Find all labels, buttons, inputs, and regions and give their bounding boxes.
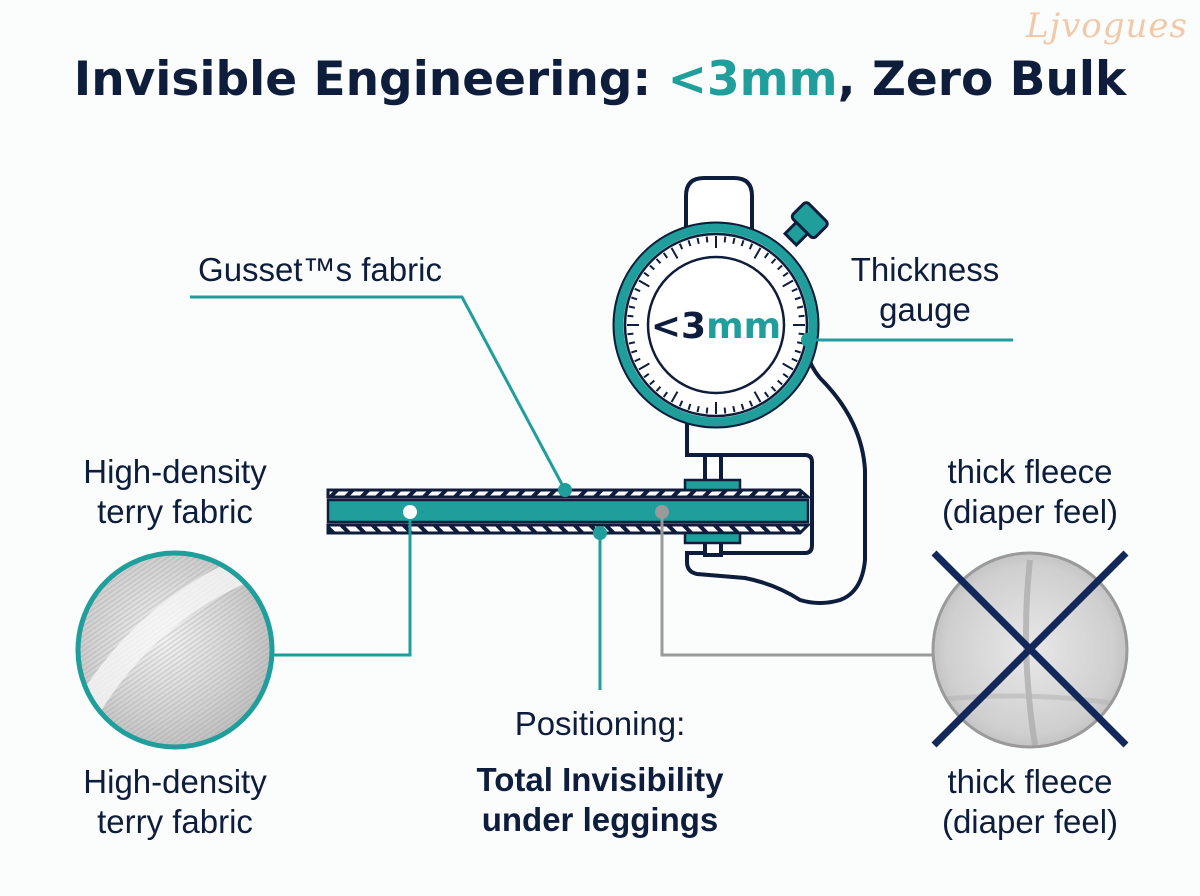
gauge-anvils <box>683 478 742 545</box>
reject-x-icon <box>931 550 1129 748</box>
label-thickness-line2: gauge <box>879 291 971 328</box>
gauge-readout-unit: mm <box>706 306 781 347</box>
label-fleece-top: thick fleece (diaper feel) <box>915 452 1145 532</box>
label-terry-bottom-line1: High-density <box>83 763 267 800</box>
label-positioning: Positioning: <box>514 705 686 742</box>
label-terry-top: High-density terry fabric <box>50 452 300 532</box>
label-positioning-bold-line1: Total Invisibility <box>476 761 724 798</box>
title-suffix: , Zero Bulk <box>837 52 1127 107</box>
label-terry-top-line1: High-density <box>83 453 267 490</box>
gauge-readout-prefix: <3 <box>651 306 706 347</box>
leader-positioning <box>593 526 607 690</box>
leader-terry <box>272 505 417 657</box>
gauge-readout: <3mm <box>651 306 781 347</box>
title-accent: <3mm <box>667 52 838 107</box>
gauge-dial <box>612 221 820 429</box>
fabric-cross-section <box>326 488 812 535</box>
label-positioning-bold-line2: under leggings <box>481 801 719 838</box>
label-fleece-bottom-line2: (diaper feel) <box>941 803 1119 840</box>
page-title: Invisible Engineering: <3mm, Zero Bulk <box>0 52 1200 107</box>
gauge-handle <box>684 176 754 232</box>
label-positioning-bold: Total Invisibility under leggings <box>420 760 780 840</box>
label-thickness-gauge: Thickness gauge <box>820 250 1030 330</box>
terry-fabric-swatch <box>75 550 275 750</box>
label-fleece-bottom-line1: thick fleece <box>947 763 1113 800</box>
title-prefix: Invisible Engineering: <box>73 52 668 107</box>
leader-gusset <box>190 295 572 497</box>
label-terry-bottom: High-density terry fabric <box>50 762 300 842</box>
label-fleece-top-line1: thick fleece <box>947 453 1113 490</box>
label-gusset-fabric: Gusset™s fabric <box>198 251 442 288</box>
label-terry-top-line2: terry fabric <box>97 493 253 530</box>
label-terry-bottom-line2: terry fabric <box>97 803 253 840</box>
gauge-crown-icon <box>782 201 829 248</box>
leader-thickness-gauge <box>801 333 1013 347</box>
label-fleece-bottom: thick fleece (diaper feel) <box>915 762 1145 842</box>
label-fleece-top-line2: (diaper feel) <box>941 493 1119 530</box>
label-thickness-line1: Thickness <box>850 251 1000 288</box>
leader-fleece <box>655 505 932 657</box>
brand-logo: Ljvogues <box>1025 6 1188 46</box>
